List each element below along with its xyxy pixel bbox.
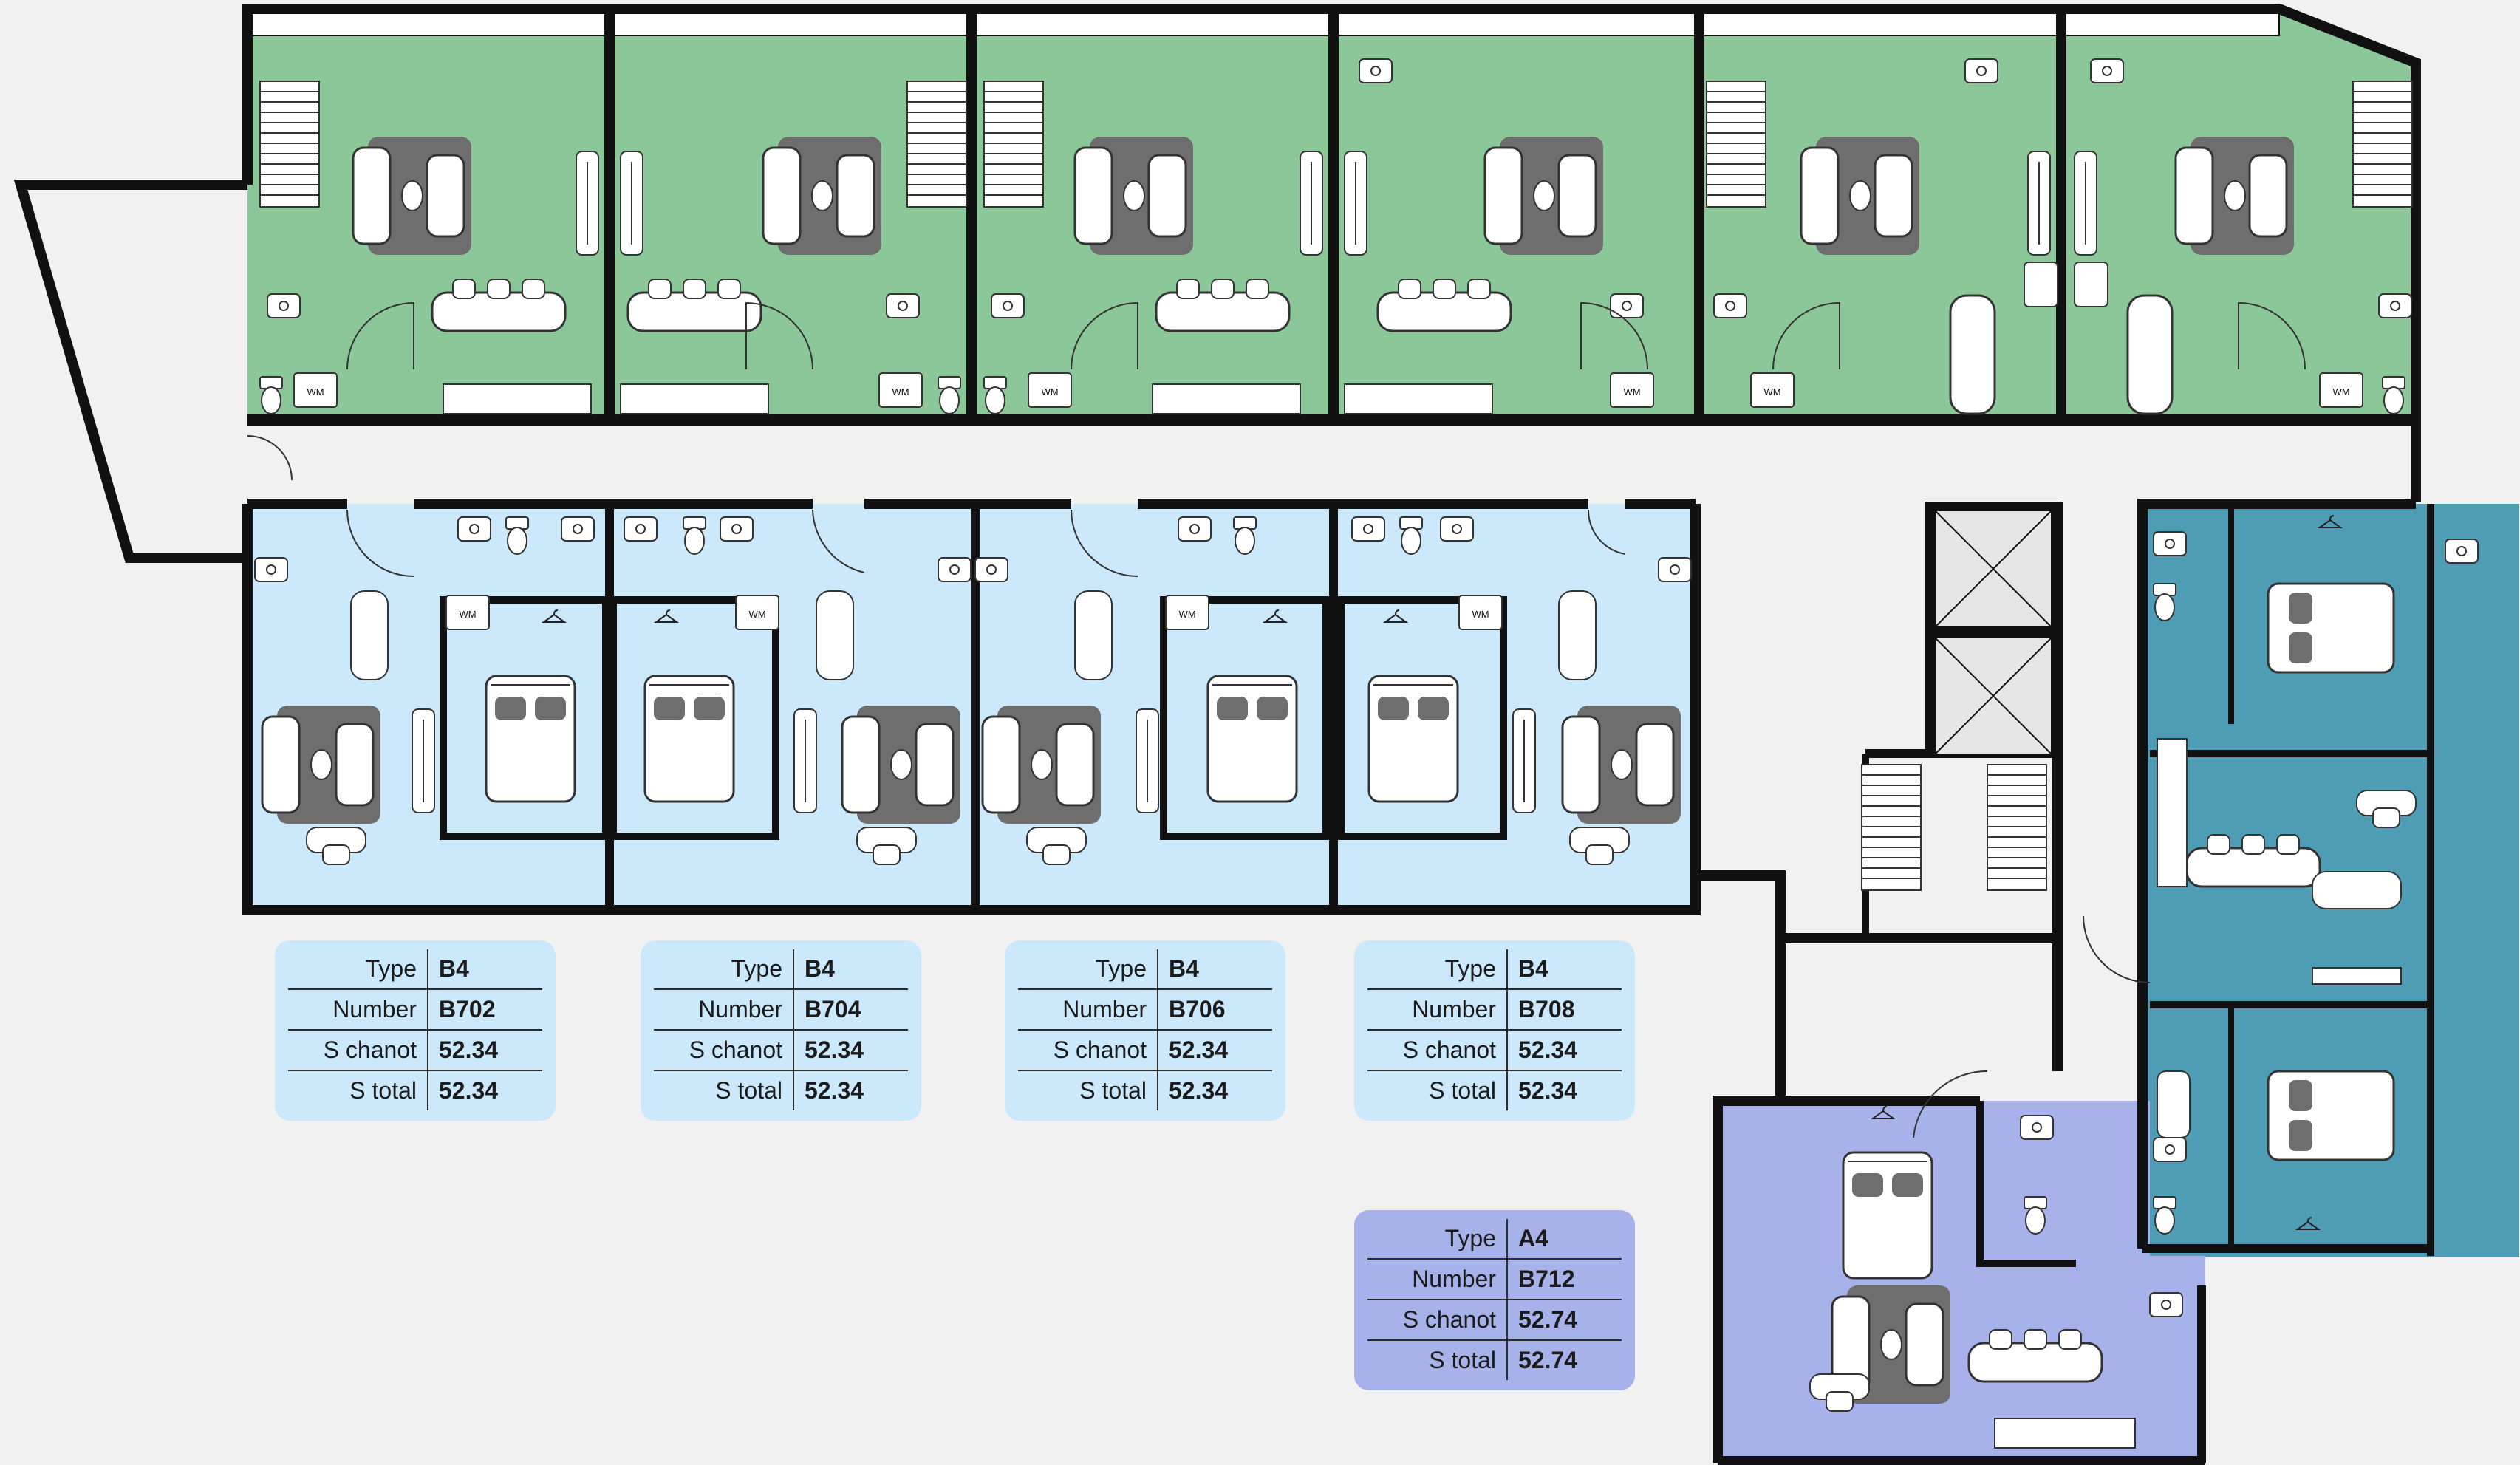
- card-value: 52.34: [805, 1077, 864, 1104]
- card-row-s-total: S total 52.34: [654, 1071, 908, 1110]
- card-row-number: Number B708: [1367, 990, 1622, 1031]
- card-label: S chanot: [288, 1031, 428, 1070]
- unit-card-b708: Type B4 Number B708 S chanot 52.34 S total 5…: [1354, 940, 1635, 1121]
- card-row-s-chanot: S chanot 52.34: [654, 1031, 908, 1071]
- card-label: Type: [654, 949, 794, 988]
- card-label: Number: [288, 990, 428, 1029]
- card-label: Number: [1367, 1260, 1508, 1299]
- unit-card-b712: Type A4 Number B712 S chanot 52.74 S total 5…: [1354, 1210, 1635, 1390]
- card-row-s-chanot: S chanot 52.34: [1018, 1031, 1272, 1071]
- card-value: B702: [439, 996, 496, 1022]
- card-row-s-total: S total 52.74: [1367, 1341, 1622, 1380]
- card-value: B708: [1518, 996, 1575, 1022]
- card-value: 52.34: [805, 1037, 864, 1063]
- card-row-s-chanot: S chanot 52.34: [288, 1031, 542, 1071]
- lavender-unit-furniture: [1809, 1106, 2183, 1449]
- teal-unit-furniture: [2153, 515, 2519, 1256]
- card-row-type: Type B4: [654, 949, 908, 990]
- walls: [13, 4, 2434, 1465]
- card-value: 52.34: [1518, 1077, 1578, 1104]
- card-value: 52.34: [439, 1077, 499, 1104]
- card-label: S chanot: [1367, 1300, 1508, 1339]
- card-label: Type: [288, 949, 428, 988]
- card-row-s-total: S total 52.34: [1018, 1071, 1272, 1110]
- card-label: S chanot: [1367, 1031, 1508, 1070]
- card-row-s-chanot: S chanot 52.74: [1367, 1300, 1622, 1341]
- card-row-type: Type B4: [1018, 949, 1272, 990]
- card-label: S total: [288, 1071, 428, 1110]
- card-row-number: Number B706: [1018, 990, 1272, 1031]
- card-label: Number: [1018, 990, 1158, 1029]
- card-label: Type: [1367, 949, 1508, 988]
- card-row-number: Number B702: [288, 990, 542, 1031]
- unit-card-b706: Type B4 Number B706 S chanot 52.34 S total 5…: [1005, 940, 1285, 1121]
- card-row-number: Number B704: [654, 990, 908, 1031]
- card-value: 52.34: [1518, 1037, 1578, 1063]
- card-value: A4: [1518, 1225, 1548, 1251]
- card-value: 52.34: [1169, 1077, 1229, 1104]
- unit-card-b704: Type B4 Number B704 S chanot 52.34 S total 5…: [641, 940, 921, 1121]
- card-label: Number: [1367, 990, 1508, 1029]
- card-label: S total: [1018, 1071, 1158, 1110]
- card-row-s-total: S total 52.34: [1367, 1071, 1622, 1110]
- green-units-furniture: [259, 58, 2413, 415]
- card-row-s-total: S total 52.34: [288, 1071, 542, 1110]
- door-swings: [247, 301, 2306, 1138]
- card-row-number: Number B712: [1367, 1260, 1622, 1300]
- card-row-type: Type B4: [1367, 949, 1622, 990]
- card-value: 52.74: [1518, 1347, 1578, 1373]
- card-row-s-chanot: S chanot 52.34: [1367, 1031, 1622, 1071]
- card-row-type: Type B4: [288, 949, 542, 990]
- card-value: 52.34: [1169, 1037, 1229, 1063]
- card-label: S total: [1367, 1341, 1508, 1380]
- core: [1861, 508, 2054, 891]
- card-label: Type: [1018, 949, 1158, 988]
- card-value: B704: [805, 996, 861, 1022]
- card-label: S chanot: [1018, 1031, 1158, 1070]
- card-value: B4: [1518, 955, 1548, 982]
- card-value: 52.74: [1518, 1306, 1578, 1333]
- card-value: B4: [439, 955, 469, 982]
- unit-card-b702: Type B4 Number B702 S chanot 52.34 S total 5…: [275, 940, 556, 1121]
- card-value: B4: [1169, 955, 1199, 982]
- card-value: B706: [1169, 996, 1226, 1022]
- blue-units-furniture: [254, 516, 1692, 865]
- card-label: S total: [654, 1071, 794, 1110]
- card-label: S chanot: [654, 1031, 794, 1070]
- card-value: B712: [1518, 1266, 1575, 1292]
- zone-lavender-unit: [1718, 1101, 2205, 1463]
- card-label: S total: [1367, 1071, 1508, 1110]
- card-label: Number: [654, 990, 794, 1029]
- card-value: B4: [805, 955, 835, 982]
- card-label: Type: [1367, 1219, 1508, 1258]
- card-value: 52.34: [439, 1037, 499, 1063]
- card-row-type: Type A4: [1367, 1219, 1622, 1260]
